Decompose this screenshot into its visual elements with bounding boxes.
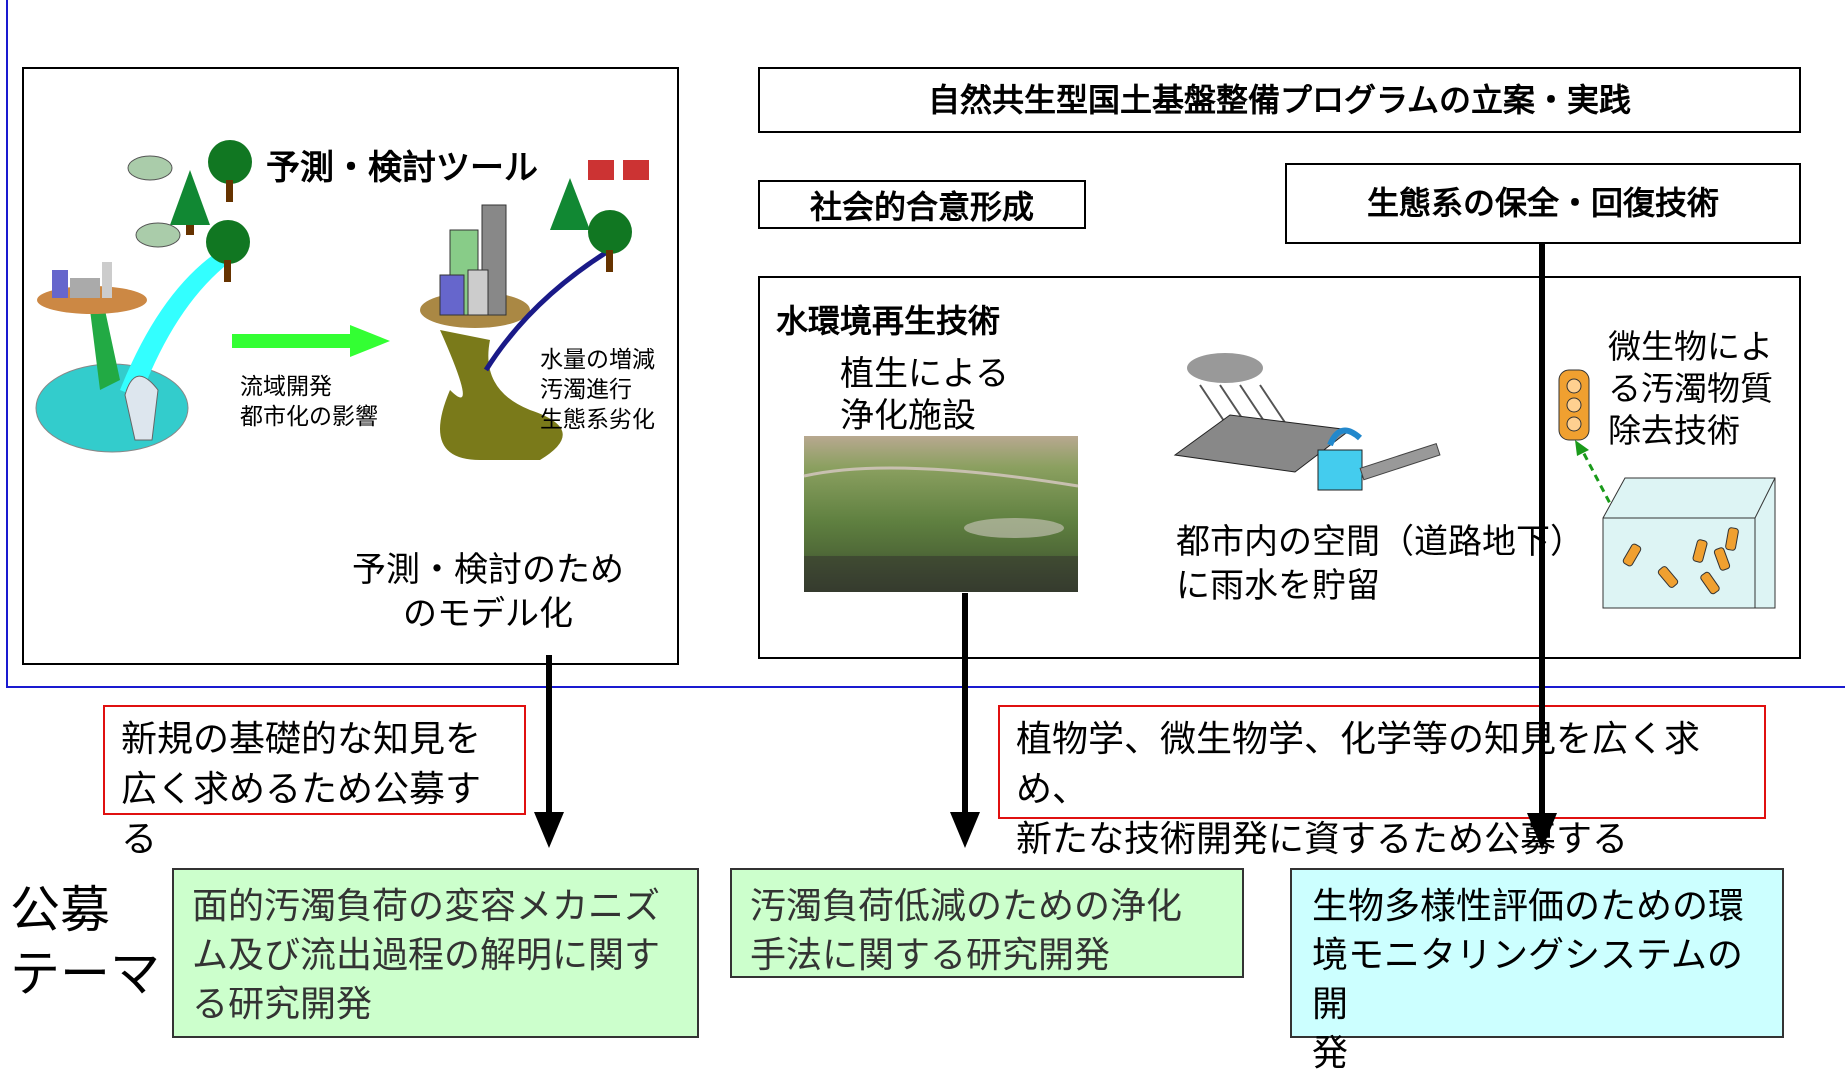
river-icon [483, 247, 612, 372]
caption-line: 除去技術 [1608, 411, 1740, 450]
note-line: 植物学、微生物学、化学等の知見を広く求め、 [1016, 719, 1701, 810]
theme-label-line: 公募 [10, 881, 110, 939]
note-line: 広く求めるため公募する [121, 769, 482, 860]
water-env-title: 水環境再生技術 [776, 302, 1001, 340]
tree-icon [206, 220, 250, 264]
theme-line: ム及び流出過程の解明に関す [192, 935, 661, 976]
caption-line: 汚濁進行 [540, 377, 632, 403]
model-caption: 予測・検討のため のモデル化 [338, 548, 638, 636]
tree-icon [588, 210, 632, 254]
pipe-icon [1359, 442, 1441, 481]
building-icon [52, 270, 68, 298]
theme-box-1: 面的汚濁負荷の変容メカニズ ム及び流出過程の解明に関す る研究開発 [172, 868, 699, 1038]
caption-line: 都市化の影響 [240, 404, 378, 430]
right-call-note: 植物学、微生物学、化学等の知見を広く求め、 新たな技術開発に資するため公募する [998, 705, 1766, 860]
tree-icon [208, 140, 252, 184]
caption-line: 浄化施設 [840, 396, 976, 436]
house-icon [623, 160, 649, 180]
caption-line: 水量の増減 [540, 347, 655, 373]
note-line: 新たな技術開発に資するため公募する [1016, 819, 1629, 860]
natural-watershed-illustration [35, 140, 252, 453]
theme-line: 生物多様性評価のための環 [1312, 886, 1745, 927]
caption-line: 植生による [840, 354, 1009, 394]
house-icon [588, 160, 614, 180]
theme-label: 公募 テーマ [10, 878, 160, 1006]
wetland-photo [803, 436, 1079, 592]
theme-line: 発 [1312, 1033, 1349, 1074]
frog-icon [135, 222, 181, 248]
theme-line: 面的汚濁負荷の変容メカニズ [192, 886, 661, 927]
connector-arrows [534, 244, 1557, 850]
tank-icon [1602, 477, 1776, 609]
pine-tree-icon [170, 170, 210, 225]
note-line: 新規の基礎的な知見を [121, 719, 482, 760]
caption-line: 流域開発 [240, 374, 332, 400]
vegetation-caption: 植生による 浄化施設 [840, 353, 1009, 437]
polluted-pond-icon [440, 330, 563, 460]
urbanized-watershed-illustration [420, 160, 649, 460]
rainwater-storage-illustration [1173, 353, 1441, 491]
ecosystem-label: 生態系の保全・回復技術 [1285, 163, 1801, 244]
arrow-to-theme2 [962, 593, 968, 815]
development-caption: 流域開発 都市化の影響 [240, 372, 378, 432]
consensus-label: 社会的合意形成 [758, 180, 1086, 229]
rain-cloud-icon [1187, 353, 1263, 383]
heron-icon [124, 375, 159, 441]
frog-icon [127, 155, 173, 181]
theme-line: 汚濁負荷低減のための浄化 [750, 886, 1183, 927]
caption-line: 微生物によ [1608, 327, 1773, 366]
program-title: 自然共生型国土基盤整備プログラムの立案・実践 [758, 67, 1801, 133]
upper-frame [6, 0, 1845, 688]
theme-label-line: テーマ [10, 945, 160, 1003]
theme-box-2: 汚濁負荷低減のための浄化 手法に関する研究開発 [730, 868, 1244, 978]
theme-line: 手法に関する研究開発 [750, 935, 1111, 976]
pine-tree-icon [550, 178, 590, 230]
theme-box-3: 生物多様性評価のための環 境モニタリングシステムの開 発 [1290, 868, 1784, 1074]
microbe-tank-illustration [1558, 369, 1776, 609]
caption-line: る汚濁物質 [1608, 369, 1773, 408]
microbe-caption: 微生物によ る汚濁物質 除去技術 [1608, 326, 1773, 452]
tool-title: 予測・検討ツール [266, 148, 538, 188]
caption-line: 都市内の空間（道路地下） [1176, 522, 1584, 562]
river-icon [120, 250, 230, 398]
caption-line: 生態系劣化 [540, 407, 655, 433]
storage-caption: 都市内の空間（道路地下） に雨水を貯留 [1176, 520, 1584, 608]
caption-line: に雨水を貯留 [1176, 566, 1380, 606]
theme-line: 境モニタリングシステムの開 [1312, 935, 1743, 1025]
arrow-to-theme1 [546, 655, 552, 815]
stream-outflow-icon [90, 310, 120, 390]
caption-line: 予測・検討のため [352, 550, 624, 590]
arrow-to-theme3 [1539, 244, 1545, 816]
left-call-note: 新規の基礎的な知見を 広く求めるため公募する [103, 705, 526, 860]
caption-line: のモデル化 [403, 594, 573, 634]
impact-caption: 水量の増減 汚濁進行 生態系劣化 [540, 345, 655, 435]
theme-line: る研究開発 [192, 984, 373, 1025]
development-arrow [232, 325, 390, 357]
